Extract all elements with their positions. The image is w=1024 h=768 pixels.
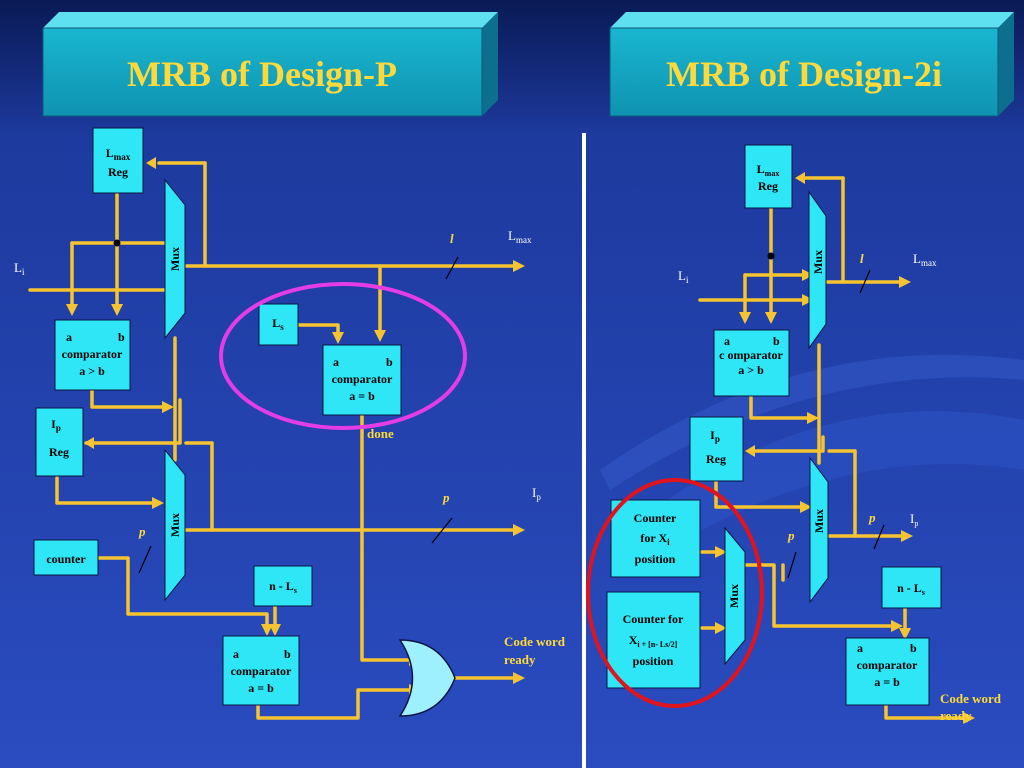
left-done-label: done (367, 426, 394, 441)
right-arrowheads (715, 172, 975, 724)
right-counter-xi-n: Counter for Xi + [n- Ls/2] position (606, 591, 701, 689)
right-mux-mid: Mux (809, 456, 829, 604)
svg-text:a > b: a > b (738, 363, 764, 377)
divider (582, 133, 586, 768)
left-ip-out: Ip (532, 485, 541, 502)
left-diagram: Lmax Reg Mux Li a b comparator a > b Ls … (14, 127, 566, 720)
svg-text:Lmax: Lmax (757, 162, 780, 178)
left-codeword-2: ready (504, 652, 536, 667)
svg-text:a: a (233, 647, 239, 661)
svg-text:a = b: a = b (248, 681, 274, 695)
left-title: MRB of Design-P (127, 54, 397, 94)
svg-text:Mux: Mux (727, 584, 741, 608)
right-li-label: Li (678, 268, 689, 285)
svg-text:c omparator: c omparator (719, 348, 783, 362)
svg-text:Counter for: Counter for (623, 612, 684, 626)
svg-text:comparator: comparator (231, 664, 292, 678)
left-li-label: Li (14, 260, 25, 277)
svg-text:Mux: Mux (168, 513, 182, 537)
left-nls-box: n - Ls (253, 565, 313, 607)
svg-text:position: position (633, 654, 674, 668)
svg-text:Reg: Reg (758, 179, 778, 193)
left-codeword-1: Code word (504, 634, 566, 649)
svg-text:Counter: Counter (634, 511, 677, 525)
svg-text:comparator: comparator (857, 658, 918, 672)
right-ip-reg: Ip Reg (689, 416, 744, 482)
left-p-out-label: p (442, 490, 450, 505)
left-counter: counter (33, 539, 99, 576)
right-wires (698, 176, 971, 720)
svg-text:position: position (635, 552, 676, 566)
svg-text:Mux: Mux (812, 509, 826, 533)
right-highlight-ellipse (586, 478, 764, 708)
svg-text:b: b (284, 647, 291, 661)
left-mux-top: Mux (164, 178, 186, 340)
right-title: MRB of Design-2i (666, 54, 942, 94)
left-ip-reg: Ip Reg (35, 407, 84, 477)
right-l-label: l (860, 251, 864, 266)
right-comparator-gt: a b c omparator a > b (713, 329, 790, 397)
svg-text:a: a (724, 334, 730, 348)
left-wires (28, 161, 521, 720)
svg-text:a: a (333, 355, 339, 369)
left-p-mux-label: p (138, 524, 146, 539)
left-mux-bottom: Mux (164, 448, 186, 602)
left-title-banner: MRB of Design-P (42, 12, 498, 117)
left-lmax-reg: Lmax Reg (92, 127, 144, 194)
svg-text:for Xi: for Xi (640, 531, 670, 547)
left-comparator-gt: a b comparator a > b (54, 319, 131, 391)
svg-text:n - Ls: n - Ls (269, 579, 297, 595)
right-nls-box: n - Ls (881, 566, 942, 609)
right-lmax-reg: Lmax Reg (744, 144, 793, 209)
svg-text:a > b: a > b (79, 364, 105, 378)
left-highlight-ellipse (219, 282, 467, 430)
svg-text:Ip: Ip (51, 417, 61, 433)
left-l-label: l (450, 231, 454, 246)
left-ls-box: Ls (258, 303, 299, 346)
right-codeword-2: ready (940, 708, 972, 723)
background-swoosh (640, 411, 1024, 560)
left-lmax-out: Lmax (508, 228, 532, 245)
svg-text:b: b (773, 334, 780, 348)
right-ip-out: Ip (910, 511, 918, 528)
svg-text:Ls: Ls (272, 316, 284, 332)
svg-text:a: a (66, 330, 72, 344)
left-comparator-eq-2: a b comparator a = b (222, 635, 300, 706)
svg-text:counter: counter (46, 552, 86, 566)
right-mux-top: Mux (808, 190, 827, 350)
svg-text:b: b (386, 355, 393, 369)
right-title-banner: MRB of Design-2i (609, 12, 1014, 117)
svg-text:a = b: a = b (349, 389, 375, 403)
right-comparator-eq: a b comparator a = b (845, 637, 930, 706)
svg-text:Ip: Ip (710, 428, 720, 444)
svg-text:Reg: Reg (706, 452, 726, 466)
svg-text:Lmax: Lmax (106, 146, 131, 162)
svg-text:a: a (857, 641, 863, 655)
svg-text:Xi + [n- Ls/2]: Xi + [n- Ls/2] (629, 633, 678, 649)
svg-text:comparator: comparator (332, 372, 393, 386)
svg-text:Mux: Mux (811, 250, 825, 274)
right-diagram: Lmax Reg Mux Li l Lmax a b c omparator a… (586, 144, 1002, 724)
right-lmax-out: Lmax (913, 251, 937, 268)
right-p-mux-label: p (787, 528, 795, 543)
right-mux-small: Mux (724, 526, 746, 666)
svg-text:b: b (118, 330, 125, 344)
svg-text:a = b: a = b (874, 675, 900, 689)
svg-text:Mux: Mux (168, 247, 182, 271)
svg-text:Reg: Reg (49, 445, 69, 459)
svg-text:b: b (910, 641, 917, 655)
background-swoosh-2 (600, 354, 1024, 490)
right-counter-xi: Counter for Xi position (610, 499, 701, 578)
left-comparator-eq: a b comparator a = b (322, 344, 402, 416)
left-or-gate (398, 639, 456, 717)
svg-text:Reg: Reg (108, 165, 128, 179)
right-codeword-1: Code word (940, 691, 1002, 706)
right-p-out-label: p (868, 510, 876, 525)
svg-text:n - Ls: n - Ls (897, 581, 925, 597)
svg-text:comparator: comparator (62, 347, 123, 361)
